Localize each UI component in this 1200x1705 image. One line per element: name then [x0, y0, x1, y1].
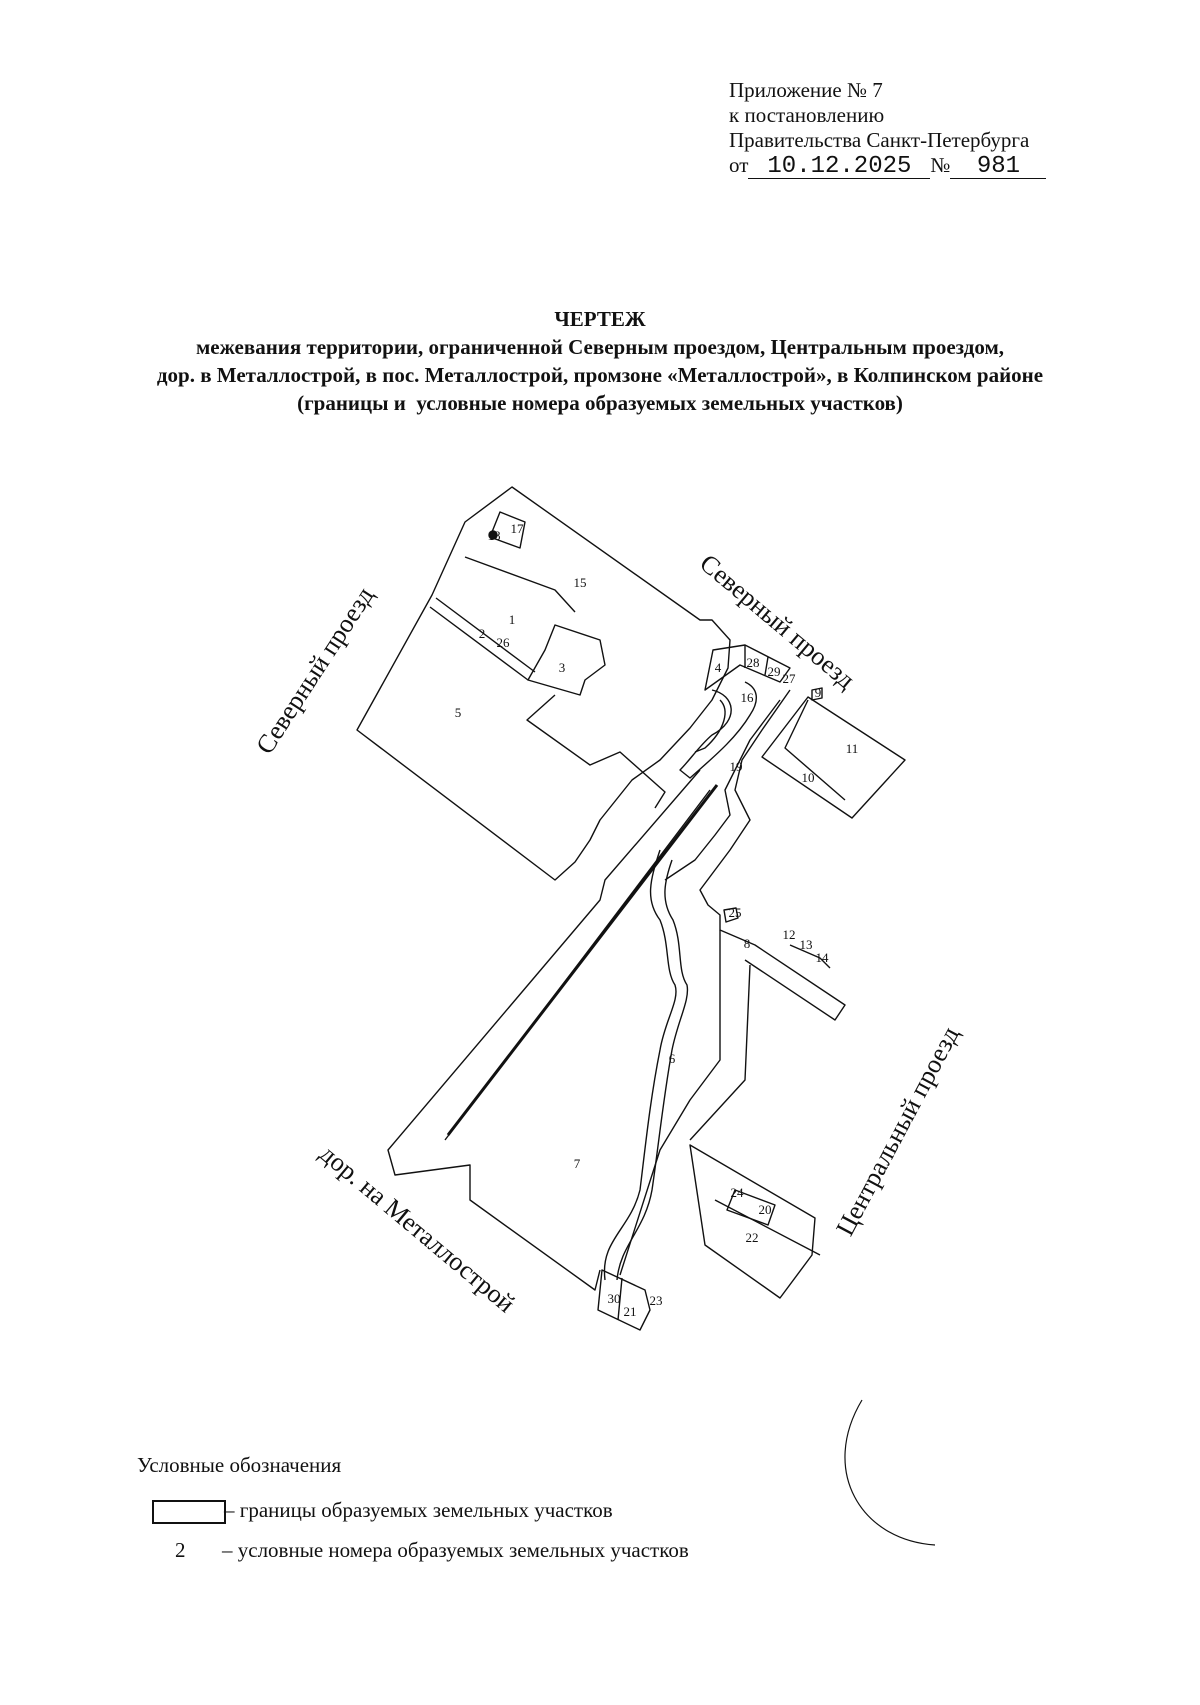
decree-date: 10.12.2025	[748, 155, 931, 179]
parcel-number: 19	[730, 759, 743, 774]
street-label-centralny: Центральный проезд	[830, 1022, 965, 1241]
parcel-boundary	[435, 597, 536, 673]
title-line: дор. в Металлострой, в пос. Металлострой…	[156, 363, 1044, 387]
street-label-road-metallostroy: дор. на Металлострой	[314, 1139, 520, 1319]
parcel-boundary	[811, 687, 823, 701]
parcel-number: 9	[815, 685, 822, 700]
parcel-boundary	[699, 689, 846, 1021]
parcel-boundary	[679, 681, 757, 779]
parcel-number: 29	[768, 664, 781, 679]
parcel-number: 26	[497, 635, 511, 650]
parcel-boundary	[764, 656, 769, 676]
parcel-number: 5	[455, 705, 462, 720]
parcel-boundary	[356, 486, 731, 881]
parcel-number: 11	[846, 741, 859, 756]
parcel-boundary	[464, 556, 576, 613]
parcel-number: 4	[715, 660, 722, 675]
parcel-number: 25	[729, 905, 742, 920]
parcel-number: 27	[783, 671, 797, 686]
parcel-number: 12	[783, 927, 796, 942]
parcel-boundary	[694, 699, 726, 753]
parcel-number: 3	[559, 660, 566, 675]
title-line: межевания территории, ограниченной Север…	[195, 335, 1005, 359]
legend-boundary-text: – границы образуемых земельных участков	[224, 1498, 613, 1522]
parcel-boundary	[617, 1277, 623, 1321]
parcel-boundary	[784, 699, 846, 801]
parcel-number: 18	[488, 528, 501, 543]
legend-title: Условные обозначения	[137, 1453, 342, 1477]
parcel-number: 28	[747, 655, 760, 670]
parcel-boundary	[526, 694, 666, 809]
parcel-number: 6	[669, 1051, 676, 1066]
number-label: №	[930, 153, 951, 177]
parcel-number: 20	[759, 1202, 772, 1217]
parcel-boundary	[761, 696, 906, 819]
parcel-number: 24	[731, 1185, 745, 1200]
parcel-boundary	[789, 944, 831, 969]
appendix-line: к постановлению	[729, 103, 885, 127]
parcel-boundary	[597, 1269, 651, 1331]
parcel-boundary	[619, 930, 721, 1276]
parcel-number: 7	[574, 1156, 581, 1171]
parcel-number: 10	[802, 770, 815, 785]
appendix-line: Приложение № 7	[729, 78, 883, 102]
document-title: ЧЕРТЕЖ межевания территории, ограниченно…	[0, 305, 1200, 417]
parcel-boundary	[429, 606, 529, 681]
parcel-boundary	[714, 1199, 821, 1256]
parcel-number: 2	[479, 626, 486, 641]
parcel-boundary	[489, 511, 526, 549]
parcel-boundary	[689, 964, 751, 1141]
parcel-number: 14	[816, 950, 830, 965]
parcel-number: 15	[574, 575, 587, 590]
parcel-number: 17	[511, 521, 525, 536]
parcel-boundary	[444, 789, 711, 1141]
parcel-boundary	[723, 907, 739, 923]
parcel-boundary	[689, 1144, 816, 1299]
parcel-boundary	[603, 849, 677, 1281]
parcel-marker	[488, 530, 498, 540]
parcel-number: 13	[800, 937, 813, 952]
parcel-number: 23	[650, 1293, 663, 1308]
decree-number: 981	[950, 155, 1047, 179]
from-label: от	[729, 153, 749, 177]
parcel-number: 1	[509, 612, 516, 627]
legend-boundary-symbol	[152, 1500, 226, 1524]
seal-arc	[844, 1399, 936, 1546]
appendix-line: Правительства Санкт-Петербурга	[729, 128, 1030, 152]
legend-number-sample: 2	[175, 1538, 186, 1562]
parcel-number: 16	[741, 690, 755, 705]
legend-number-text: – условные номера образуемых земельных у…	[222, 1538, 689, 1562]
parcel-boundary	[616, 859, 689, 1281]
appendix-header: Приложение № 7 к постановлению Правитель…	[729, 78, 1047, 179]
parcel-boundary	[664, 699, 781, 881]
parcel-number: 8	[744, 936, 751, 951]
title-line: (границы и условные номера образуемых зе…	[297, 391, 903, 415]
parcel-number: 22	[746, 1230, 759, 1245]
parcel-number: 30	[608, 1291, 621, 1306]
parcel-boundary	[726, 1189, 776, 1226]
parcel-number: 21	[624, 1304, 637, 1319]
title-heading: ЧЕРТЕЖ	[554, 307, 646, 331]
parcel-boundary	[387, 769, 701, 1291]
parcel-boundary	[527, 624, 606, 696]
